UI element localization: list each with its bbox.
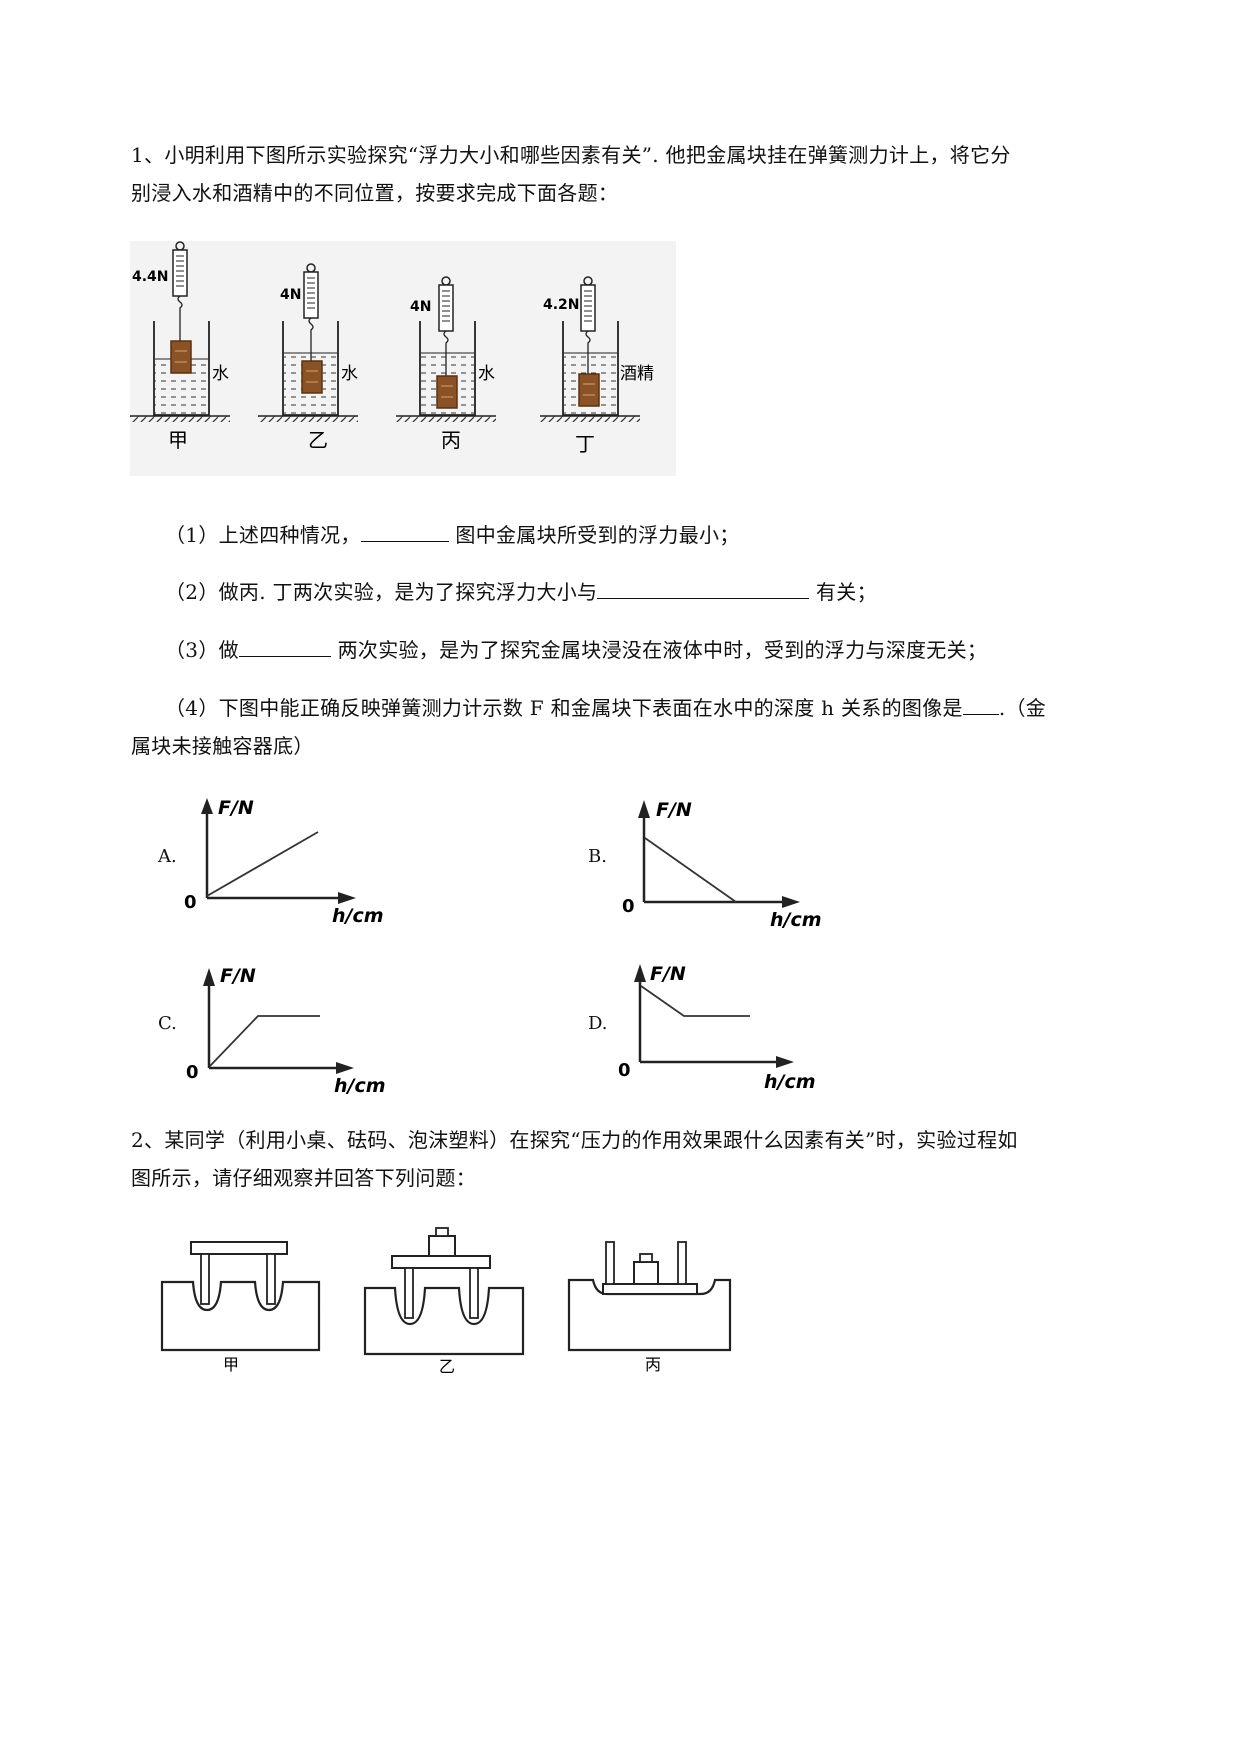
y-label: F/N [220, 965, 256, 987]
y-axis-arrow [634, 964, 646, 982]
reading-label: 4N [280, 287, 301, 303]
table-leg [404, 1267, 414, 1319]
caption: 甲 [168, 428, 188, 452]
reading-label: 4N [410, 299, 431, 315]
x-label: h/cm [764, 1071, 816, 1093]
q2-stem: 2、某同学（利用小桌、砝码、泡沫塑料）在探究“压力的作用效果跟什么因素有关”时，… [131, 1121, 1131, 1197]
spring-balance [172, 249, 188, 297]
liquid-label: 酒精 [620, 364, 654, 384]
weight [428, 1235, 456, 1257]
graph-option-d[interactable]: F/N h/cm 0 [614, 958, 824, 1098]
caption: 丙 [441, 428, 461, 452]
table-leg [605, 1241, 615, 1285]
setup-jia: 4.4N 水 甲 [130, 241, 230, 452]
metal-block [301, 360, 323, 394]
liquid-label: 水 [478, 364, 495, 384]
metal-block [170, 340, 192, 374]
y-label: F/N [650, 963, 686, 985]
y-axis-arrow [203, 968, 215, 986]
answer-blank-3[interactable] [238, 636, 331, 657]
answer-blank-4[interactable] [962, 694, 999, 715]
graph-line [209, 1015, 320, 1067]
option-b-label[interactable]: B. [588, 846, 607, 867]
origin-label: 0 [622, 896, 635, 917]
q1-sub4-cont: 属块未接触容器底） [131, 734, 314, 758]
y-label: F/N [656, 799, 692, 821]
option-a-label[interactable]: A. [158, 846, 177, 867]
q1-sub1: （1）上述四种情况， 图中金属块所受到的浮力最小； [165, 521, 740, 547]
metal-block [578, 373, 600, 407]
spring-balance [580, 284, 596, 332]
x-label: h/cm [334, 1075, 386, 1097]
x-label: h/cm [770, 909, 822, 930]
table-leg [469, 1267, 479, 1319]
q1-sub3: （3）做 两次实验，是为了探究金属块浸没在液体中时，受到的浮力与深度无关； [165, 636, 988, 662]
ground-hatch [130, 416, 230, 422]
q1-sub2: （2）做丙. 丁两次实验，是为了探究浮力大小与 有关； [165, 578, 877, 604]
setup-ding: 4.2N 酒精 丁 [540, 276, 654, 456]
y-axis-arrow [201, 798, 213, 814]
caption: 丙 [645, 1355, 661, 1374]
setup-jia: 甲 [160, 1241, 321, 1374]
answer-blank-2[interactable] [597, 578, 810, 599]
option-d-label[interactable]: D. [588, 1013, 608, 1034]
beaker [419, 321, 476, 416]
x-axis-arrow [336, 1062, 354, 1074]
q1-stem: 1、小明利用下图所示实验探究“浮力大小和哪些因素有关”. 他把金属块挂在弹簧测力… [131, 136, 1131, 212]
setup-bing: 4N 水 丙 [396, 276, 496, 452]
y-axis-arrow [638, 800, 650, 818]
x-axis-arrow [338, 892, 356, 904]
foam-block [567, 1278, 732, 1352]
small-table-top [190, 1241, 288, 1255]
q2-stem-line2: 图所示，请仔细观察并回答下列问题： [131, 1166, 477, 1190]
spring-balance [303, 271, 319, 319]
answer-blank-1[interactable] [360, 521, 449, 542]
liquid-label: 水 [341, 364, 358, 384]
x-axis-arrow [782, 896, 800, 908]
setup-yi: 4N 水 乙 [258, 263, 358, 452]
beaker [282, 321, 339, 416]
beaker [562, 321, 619, 416]
table-leg [200, 1253, 210, 1305]
y-label: F/N [218, 797, 254, 819]
caption: 甲 [223, 1355, 239, 1374]
setup-bing: 丙 [567, 1241, 732, 1374]
origin-label: 0 [184, 892, 197, 913]
caption: 丁 [575, 432, 595, 456]
spring-balance [438, 284, 454, 332]
q1-stem-line1: 1、小明利用下图所示实验探究“浮力大小和哪些因素有关”. 他把金属块挂在弹簧测力… [131, 143, 1011, 167]
q2-stem-line1: 2、某同学（利用小桌、砝码、泡沫塑料）在探究“压力的作用效果跟什么因素有关”时，… [131, 1128, 1018, 1152]
small-table-top [602, 1283, 698, 1295]
foam-block [160, 1280, 321, 1352]
foam-block [363, 1286, 525, 1356]
graph-line [644, 837, 737, 903]
option-c-label[interactable]: C. [158, 1013, 177, 1034]
table-leg [266, 1253, 276, 1305]
caption: 乙 [439, 1357, 455, 1376]
x-axis-arrow [776, 1056, 794, 1068]
weight [633, 1261, 659, 1285]
reading-label: 4.4N [132, 269, 169, 285]
q1-stem-line2: 别浸入水和酒精中的不同位置，按要求完成下面各题： [131, 181, 619, 205]
pressure-experiment-figure: 甲 乙 丙 [160, 1227, 732, 1376]
graph-line [206, 831, 319, 897]
graph-option-a[interactable]: F/N h/cm 0 [180, 790, 390, 930]
origin-label: 0 [186, 1062, 199, 1083]
spring-balance-figure: 4.4N 水 甲 4N 水 乙 4N 水 丙 [130, 241, 676, 476]
x-label: h/cm [332, 905, 384, 927]
setup-yi: 乙 [363, 1227, 525, 1376]
metal-block [436, 375, 458, 409]
table-leg [677, 1241, 687, 1285]
origin-label: 0 [618, 1060, 631, 1081]
graph-option-b[interactable]: F/N h/cm 0 [618, 790, 828, 930]
graph-option-c[interactable]: F/N h/cm 0 [182, 958, 392, 1098]
small-table-top [391, 1255, 491, 1269]
q1-sub4: （4）下图中能正确反映弹簧测力计示数 F 和金属块下表面在水中的深度 h 关系的… [165, 694, 1047, 720]
graph-line [640, 985, 750, 1017]
liquid-label: 水 [212, 364, 229, 384]
caption: 乙 [308, 428, 328, 452]
reading-label: 4.2N [543, 297, 580, 313]
beaker [153, 321, 210, 416]
